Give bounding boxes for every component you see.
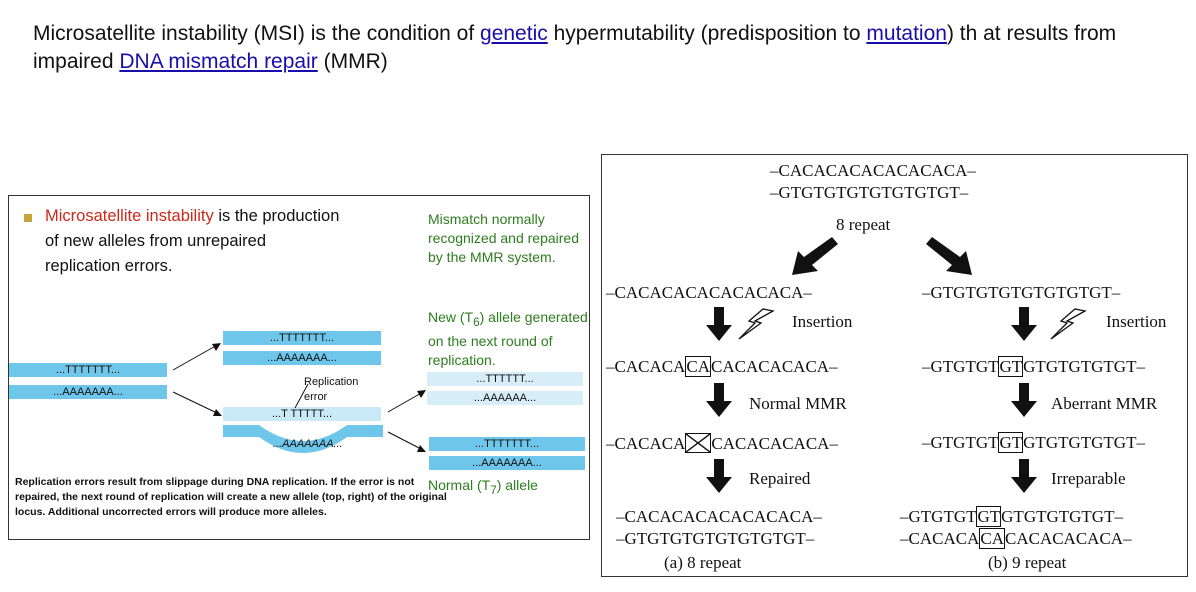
b-inserted-repeat: GT — [998, 356, 1024, 377]
label-8-repeat: 8 repeat — [836, 215, 891, 234]
a-caption: (a) 8 repeat — [664, 553, 742, 572]
a-final-gt: –GTGTGTGTGTGTGTGT– — [616, 529, 815, 548]
slide-heading: Microsatellite instability (MSI) is the … — [33, 20, 1173, 76]
mmr-repeat-figure: –CACACACACACACACA– –GTGTGTGTGTGTGTGT– 8 … — [601, 154, 1188, 577]
a-arrow-1 — [706, 307, 732, 341]
heading-text: hypermutability (predisposition to — [547, 22, 867, 45]
heading-text: (MMR) — [317, 50, 388, 73]
b-final-ca-pre: –CACACA — [900, 529, 980, 548]
a-insertion-label: Insertion — [792, 312, 853, 331]
a-seq-repair-pre: –CACACA — [606, 434, 686, 453]
strand-new-t6: ...TTTTTT... — [427, 372, 583, 386]
b-final-ca: –CACACACACACACACACA– — [900, 528, 1132, 549]
a-final-ca: –CACACACACACACACA– — [616, 507, 822, 526]
arrow-diag-left — [792, 237, 838, 275]
b-retained-repeat: GT — [998, 432, 1024, 453]
top-seq-gt: –GTGTGTGTGTGTGTGT– — [770, 183, 969, 202]
a-inserted-repeat: CA — [685, 356, 711, 377]
b-caption: (b) 9 repeat — [988, 553, 1067, 572]
strand-normal-t7: ...TTTTTTT... — [429, 437, 585, 451]
link-mutation[interactable]: mutation — [866, 22, 947, 45]
a-arrow-2 — [706, 383, 732, 417]
replication-error-pointer — [294, 383, 309, 409]
b-final-gt-box: GT — [976, 506, 1002, 527]
b-final-gt-post: GTGTGTGTGT– — [1001, 507, 1123, 526]
note-mismatch-repaired: Mismatch normally recognized and repaire… — [428, 211, 579, 265]
link-genetic[interactable]: genetic — [480, 22, 548, 45]
b-arrow-3 — [1011, 459, 1037, 493]
b-arrow-1 — [1011, 307, 1037, 341]
b-final-ca-post: CACACACACA– — [1004, 529, 1132, 548]
figure-caption: Replication errors result from slippage … — [15, 476, 447, 518]
note-new-allele: New (T6) allele generated on the next ro… — [428, 308, 593, 370]
strand-new-a6: ...AAAAAA... — [427, 391, 583, 405]
strand-original-a7: ...AAAAAAA... — [9, 385, 167, 399]
replication-slippage-figure: Microsatellite instability is the produc… — [8, 195, 590, 540]
b-aberrant-mmr-label: Aberrant MMR — [1051, 394, 1158, 413]
note-normal-allele: Normal (T7) allele — [428, 476, 588, 500]
arrow-to-slippage — [172, 391, 222, 416]
a-seq-insertion-post: CACACACACA– — [710, 357, 838, 376]
a-lightning-icon — [738, 308, 775, 340]
bullet-marker — [24, 214, 32, 222]
b-seq-start: –GTGTGTGTGTGTGTGT– — [922, 283, 1121, 302]
a-seq-repair-post: CACACACACA– — [711, 434, 838, 453]
b-arrow-2 — [1011, 383, 1037, 417]
a-arrow-3 — [706, 459, 732, 493]
slippage-bottom-label: ...AAAAAAA... — [273, 438, 343, 450]
note-normal-a: Normal (T — [428, 477, 491, 493]
b-final-ca-box: CA — [979, 528, 1005, 549]
b-seq-insertion-pre: –GTGTGT — [922, 357, 999, 376]
b-seq-insertion: –GTGTGTGTGTGTGTGTGT– — [922, 356, 1145, 377]
arrow-to-replicated — [172, 343, 221, 371]
replication-error-label: Replication error — [304, 376, 359, 403]
b-final-gt: –GTGTGTGTGTGTGTGTGT– — [900, 506, 1123, 527]
arrow-diag-right — [926, 237, 972, 275]
strand-original-t7: ...TTTTTTT... — [9, 363, 167, 377]
arrow-to-new-allele — [387, 390, 426, 413]
bullet-term: Microsatellite instability — [45, 207, 214, 225]
strand-replicated-t7: ...TTTTTTT... — [223, 331, 381, 345]
b-lightning-icon — [1050, 308, 1087, 340]
b-final-gt-pre: –GTGTGT — [900, 507, 977, 526]
note-new-allele-sub: 6 — [473, 315, 480, 329]
msi-term: Microsatellite instability — [33, 22, 248, 45]
link-dna-mismatch-repair[interactable]: DNA mismatch repair — [119, 50, 318, 73]
note-new-allele-a: New (T — [428, 309, 474, 325]
bullet-rest: is the production of new alleles from un… — [45, 207, 340, 275]
b-seq-insertion-post: GTGTGTGTGT– — [1023, 357, 1145, 376]
b-seq-unrepaired: –GTGTGTGTGTGTGTGTGT– — [922, 432, 1145, 453]
b-seq-unrepaired-post: GTGTGTGTGT– — [1023, 433, 1145, 452]
b-irreparable-label: Irreparable — [1051, 469, 1126, 488]
top-seq-ca: –CACACACACACACACA– — [770, 161, 976, 180]
bullet-definition: Microsatellite instability is the produc… — [45, 204, 345, 279]
arrow-to-normal-allele — [387, 431, 426, 452]
note-normal-sub: 7 — [490, 483, 497, 497]
a-seq-start: –CACACACACACACACA– — [606, 283, 812, 302]
b-insertion-label: Insertion — [1106, 312, 1167, 331]
strand-replicated-a7: ...AAAAAAA... — [223, 351, 381, 365]
note-new-allele-b: ) allele generated on the next round of … — [428, 309, 588, 368]
note-normal-b: ) allele — [496, 477, 538, 493]
heading-text: (MSI) is the condition of — [247, 22, 481, 45]
heading-text: ) th at results from impaired — [33, 22, 1117, 73]
a-excised-repeat-box — [685, 433, 712, 453]
a-seq-insertion: –CACACACACACACACACA– — [606, 356, 838, 377]
a-seq-repair: –CACACA CACACACACA– — [606, 433, 838, 454]
strand-slippage-top: ...T TTTTT... — [223, 407, 381, 421]
a-normal-mmr-label: Normal MMR — [749, 394, 847, 413]
b-seq-unrepaired-pre: –GTGTGT — [922, 433, 999, 452]
a-repaired-label: Repaired — [749, 469, 811, 488]
strand-normal-a7: ...AAAAAAA... — [429, 456, 585, 470]
a-seq-insertion-pre: –CACACA — [606, 357, 686, 376]
slippage-loop-strand — [223, 425, 383, 453]
